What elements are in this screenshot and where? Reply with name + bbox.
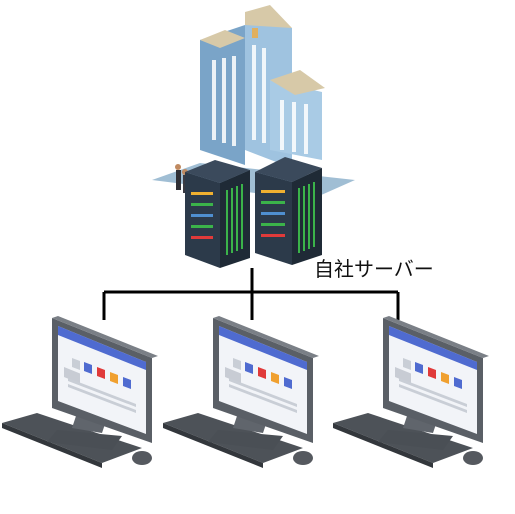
client-computer-right <box>333 316 489 468</box>
server-rack-icon <box>185 160 250 268</box>
office-building-icon <box>200 5 325 168</box>
server-rack-icon <box>255 157 322 265</box>
client-computer-center <box>163 316 319 468</box>
network-links <box>102 268 400 320</box>
client-computer-left <box>2 316 158 468</box>
server-label: 自社サーバー <box>314 257 434 281</box>
ground-plate <box>152 163 355 200</box>
